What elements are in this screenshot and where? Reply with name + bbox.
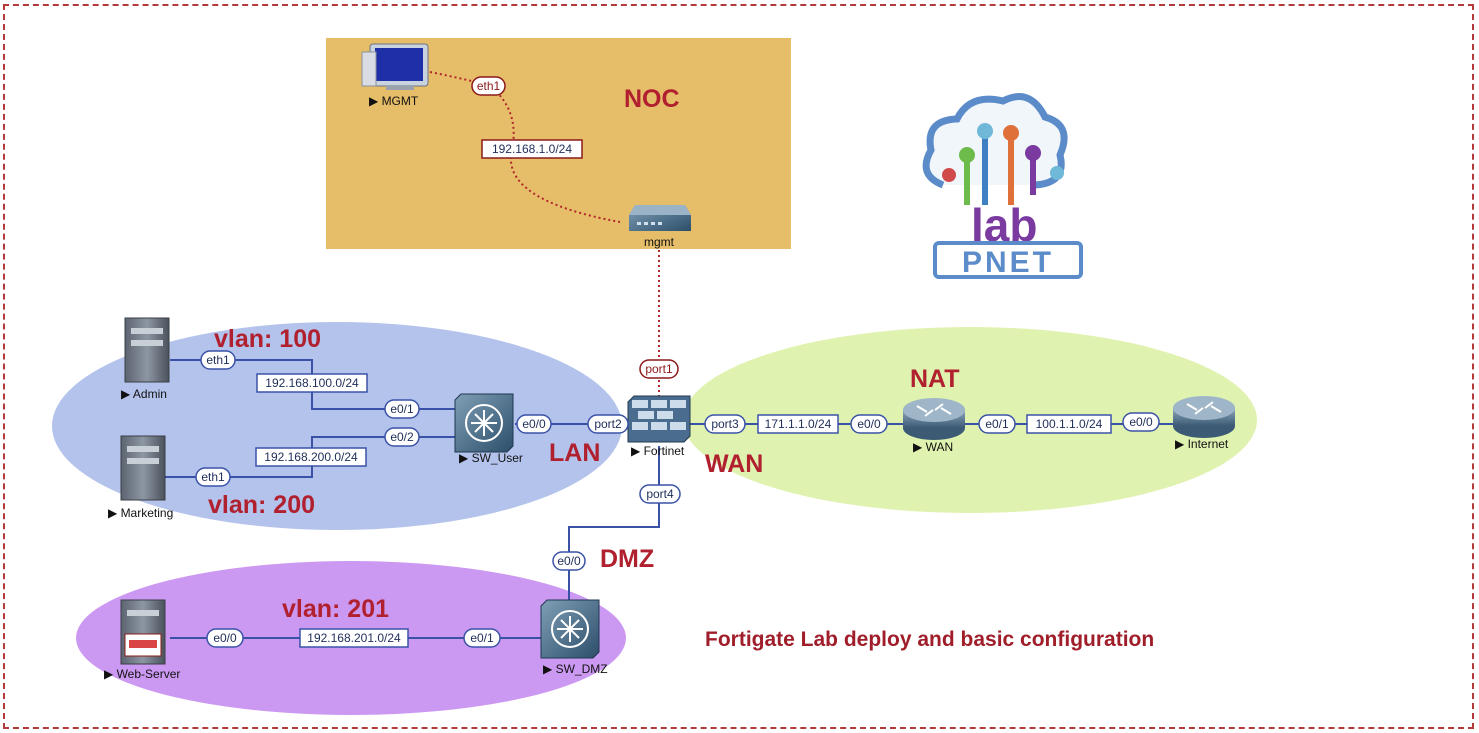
mgmt-pc-label: ▶ MGMT [369,94,419,108]
iface-fw-port4[interactable]: port4 [639,484,681,504]
iface-web-e00[interactable]: e0/0 [206,628,244,648]
vlan-200-label: vlan: 200 [208,491,315,519]
iface-swuser-e02[interactable]: e0/2 [384,427,420,447]
web-server-icon[interactable] [120,599,166,665]
diagram-frame [3,4,1474,729]
wan-zone [683,327,1257,513]
nat-label: NAT [910,365,960,393]
svg-text:e0/0: e0/0 [557,554,581,568]
iface-internet-e00[interactable]: e0/0 [1122,412,1160,432]
net-marketing[interactable]: 192.168.200.0/24 [255,447,367,467]
vlan-201-label: vlan: 201 [282,595,389,623]
diagram-title: Fortigate Lab deploy and basic configura… [705,628,1154,651]
internet-router-icon[interactable] [1173,396,1235,438]
svg-text:e0/0: e0/0 [213,631,237,645]
svg-text:port4: port4 [646,487,674,501]
sw-user-label: ▶ SW_User [459,451,523,465]
svg-text:port1: port1 [645,362,673,376]
svg-text:eth1: eth1 [206,353,230,367]
wan-router-icon[interactable] [903,398,965,440]
svg-text:192.168.200.0/24: 192.168.200.0/24 [264,450,358,464]
mgmt-switch-icon[interactable] [629,205,691,231]
svg-text:171.1.1.0/24: 171.1.1.0/24 [765,417,832,431]
iface-swdmz-e01[interactable]: e0/1 [463,628,501,648]
iface-admin-eth1[interactable]: eth1 [200,350,236,370]
mgmt-switch-label: mgmt [644,235,675,249]
svg-text:eth1: eth1 [201,470,225,484]
svg-text:port2: port2 [594,417,622,431]
admin-label: ▶ Admin [121,387,167,401]
net-admin[interactable]: 192.168.100.0/24 [256,373,368,393]
iface-wan-e00[interactable]: e0/0 [850,414,888,434]
iface-fw-port1[interactable]: port1 [639,359,679,379]
svg-text:192.168.201.0/24: 192.168.201.0/24 [307,631,401,645]
iface-wan-e01[interactable]: e0/1 [978,414,1016,434]
iface-fw-port2[interactable]: port2 [587,414,629,434]
fortinet-label: ▶ Fortinet [631,444,685,458]
sw-user-switch-icon[interactable] [454,393,514,453]
wan-zone-label: WAN [705,450,763,478]
iface-mgmt-eth1[interactable]: eth1 [471,76,506,96]
admin-server-icon[interactable] [124,317,170,383]
link-mgmt-pc-switch [429,71,621,223]
computer-icon[interactable] [361,43,429,90]
svg-text:e0/0: e0/0 [522,417,546,431]
svg-text:eth1: eth1 [477,79,501,93]
lan-zone-label: LAN [549,439,600,467]
net-dmz[interactable]: 192.168.201.0/24 [299,628,409,648]
svg-text:e0/1: e0/1 [390,402,414,416]
vlan-100-label: vlan: 100 [214,325,321,353]
svg-text:e0/0: e0/0 [1129,415,1153,429]
iface-swuser-e00[interactable]: e0/0 [516,414,552,434]
svg-text:e0/1: e0/1 [470,631,494,645]
net-wan[interactable]: 171.1.1.0/24 [757,414,839,434]
noc-zone-label: NOC [624,85,680,113]
net-internet[interactable]: 100.1.1.0/24 [1026,414,1112,434]
svg-text:e0/2: e0/2 [390,430,414,444]
internet-label: ▶ Internet [1175,437,1229,451]
iface-marketing-eth1[interactable]: eth1 [195,467,231,487]
fortinet-firewall-icon[interactable] [627,395,691,443]
web-server-label: ▶ Web-Server [104,667,180,681]
marketing-server-icon[interactable] [120,435,166,501]
marketing-label: ▶ Marketing [108,506,173,520]
pnet-logo-text: PNET [962,246,1054,279]
dmz-zone-label: DMZ [600,545,654,573]
iface-swdmz-e00[interactable]: e0/0 [552,551,586,571]
wan-router-label: ▶ WAN [913,440,953,454]
iface-swuser-e01[interactable]: e0/1 [384,399,420,419]
svg-text:192.168.1.0/24: 192.168.1.0/24 [492,142,572,156]
sw-dmz-switch-icon[interactable] [540,599,600,659]
iface-fw-port3[interactable]: port3 [704,414,746,434]
svg-text:192.168.100.0/24: 192.168.100.0/24 [265,376,359,390]
svg-text:100.1.1.0/24: 100.1.1.0/24 [1036,417,1103,431]
pnet-logo: lab PNET [922,93,1083,279]
svg-text:port3: port3 [711,417,739,431]
net-mgmt[interactable]: 192.168.1.0/24 [481,139,583,159]
svg-text:e0/0: e0/0 [857,417,881,431]
sw-dmz-label: ▶ SW_DMZ [543,662,608,676]
svg-text:e0/1: e0/1 [985,417,1009,431]
